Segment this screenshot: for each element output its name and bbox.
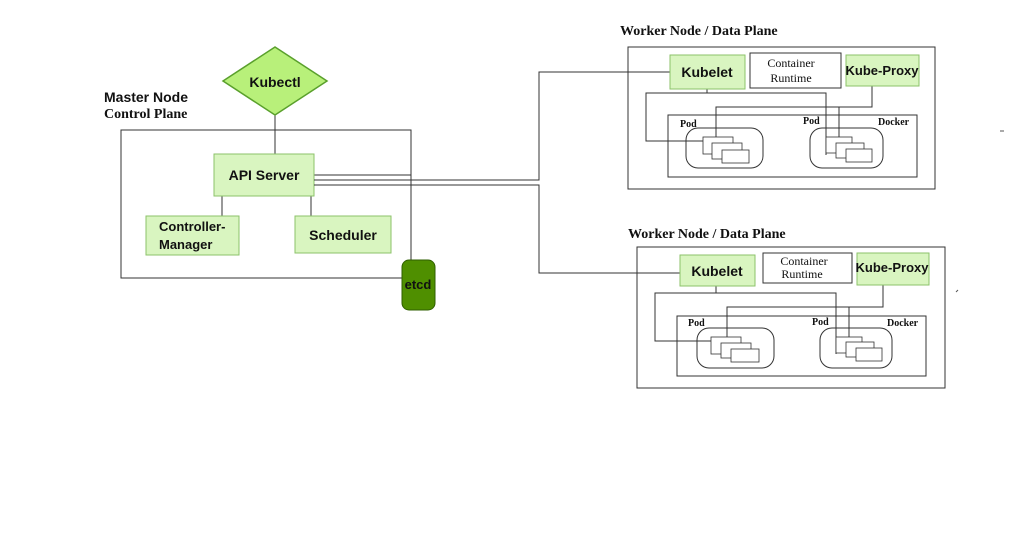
container-runtime-label-line1: Container <box>780 254 827 268</box>
container-runtime-box[interactable] <box>749 52 842 89</box>
worker-node-title: Worker Node / Data Plane <box>628 227 786 242</box>
api-worker1-connector <box>314 71 670 181</box>
kube-proxy-node[interactable]: Kube-Proxy <box>856 252 930 286</box>
pod-label: Pod <box>680 119 697 130</box>
pod-outline[interactable] <box>819 327 893 369</box>
pod-outline[interactable] <box>809 127 884 169</box>
container-runtime-label-line2: Runtime <box>770 71 811 85</box>
pod-2[interactable] <box>819 327 893 369</box>
worker-node-box <box>636 246 946 389</box>
worker-node-title: Worker Node / Data Plane <box>620 24 778 39</box>
kubelet-node[interactable]: Kubelet <box>669 54 746 90</box>
kubelet-pod2-connector <box>707 92 827 155</box>
kubectl-diamond[interactable] <box>221 46 329 116</box>
controller-manager-label-line2: Manager <box>159 237 212 252</box>
container-icon <box>730 348 760 363</box>
master-node-box <box>120 129 412 279</box>
container-runtime-label-line1: Container <box>767 56 814 70</box>
controller-manager-box[interactable] <box>145 215 240 256</box>
scheduler-label: Scheduler <box>309 227 377 243</box>
pod-outline[interactable] <box>685 127 764 169</box>
api-etcd-connector <box>314 174 412 260</box>
pod-label: Pod <box>688 318 705 329</box>
proxy-pod-connector <box>715 86 873 147</box>
master-node: Master Node Control Plane Kubectl API Se… <box>104 46 436 311</box>
container-runtime-node[interactable]: Container Runtime <box>762 252 853 284</box>
api-worker2-connector <box>314 184 680 274</box>
kube-proxy-label: Kube-Proxy <box>856 260 930 275</box>
pod-2[interactable] <box>809 127 884 169</box>
controller-manager-node[interactable]: Controller- Manager <box>145 215 240 256</box>
kubectl-label: Kubectl <box>249 74 300 90</box>
pod-outline[interactable] <box>696 327 775 369</box>
pod-1[interactable] <box>696 327 775 369</box>
kube-proxy-box[interactable] <box>845 54 920 87</box>
api-server-label: API Server <box>229 167 300 183</box>
pod-runtime-box <box>676 315 927 377</box>
kubelet-pod-connector <box>654 286 717 342</box>
scheduler-box[interactable] <box>294 215 392 254</box>
container-icon <box>855 347 883 362</box>
etcd-label: etcd <box>405 277 432 292</box>
kubelet-box[interactable] <box>679 254 756 287</box>
control-plane-title: Control Plane <box>104 107 187 122</box>
kubelet-label: Kubelet <box>691 263 743 279</box>
container-runtime-node[interactable]: Container Runtime <box>749 52 842 89</box>
scheduler-node[interactable]: Scheduler <box>294 215 392 254</box>
kube-proxy-label: Kube-Proxy <box>846 63 920 78</box>
docker-label: Docker <box>887 318 919 329</box>
kubelet-box[interactable] <box>669 54 746 90</box>
etcd-node[interactable]: etcd <box>401 259 436 311</box>
worker-node-1: Worker Node / Data Plane Kubelet Contain… <box>620 24 936 190</box>
kube-proxy-node[interactable]: Kube-Proxy <box>845 54 920 87</box>
controller-manager-label-line1: Controller- <box>159 219 225 234</box>
etcd-box[interactable] <box>401 259 436 311</box>
pod-label: Pod <box>812 317 829 328</box>
kubelet-label: Kubelet <box>681 64 733 80</box>
pod-runtime-box <box>667 114 918 178</box>
container-runtime-box[interactable] <box>762 252 853 284</box>
api-server-node[interactable]: API Server <box>213 153 315 197</box>
worker-node-box <box>627 46 936 190</box>
api-server-box[interactable] <box>213 153 315 197</box>
pod-label: Pod <box>803 116 820 127</box>
container-runtime-label-line2: Runtime <box>781 267 822 281</box>
kubelet-pod-connector <box>645 89 708 142</box>
kube-proxy-box[interactable] <box>856 252 930 286</box>
docker-label: Docker <box>878 117 910 128</box>
pod-1[interactable] <box>685 127 764 169</box>
kubelet-node[interactable]: Kubelet <box>679 254 756 287</box>
worker-node-2: Worker Node / Data Plane Kubelet Contain… <box>628 227 946 389</box>
kubelet-pod2-connector <box>716 292 837 354</box>
master-node-title: Master Node <box>104 89 188 105</box>
container-icon <box>845 148 873 163</box>
kubectl-node[interactable]: Kubectl <box>221 46 329 116</box>
stray-mark <box>955 289 959 293</box>
container-icon <box>721 149 750 164</box>
proxy-pod-connector <box>726 285 884 347</box>
